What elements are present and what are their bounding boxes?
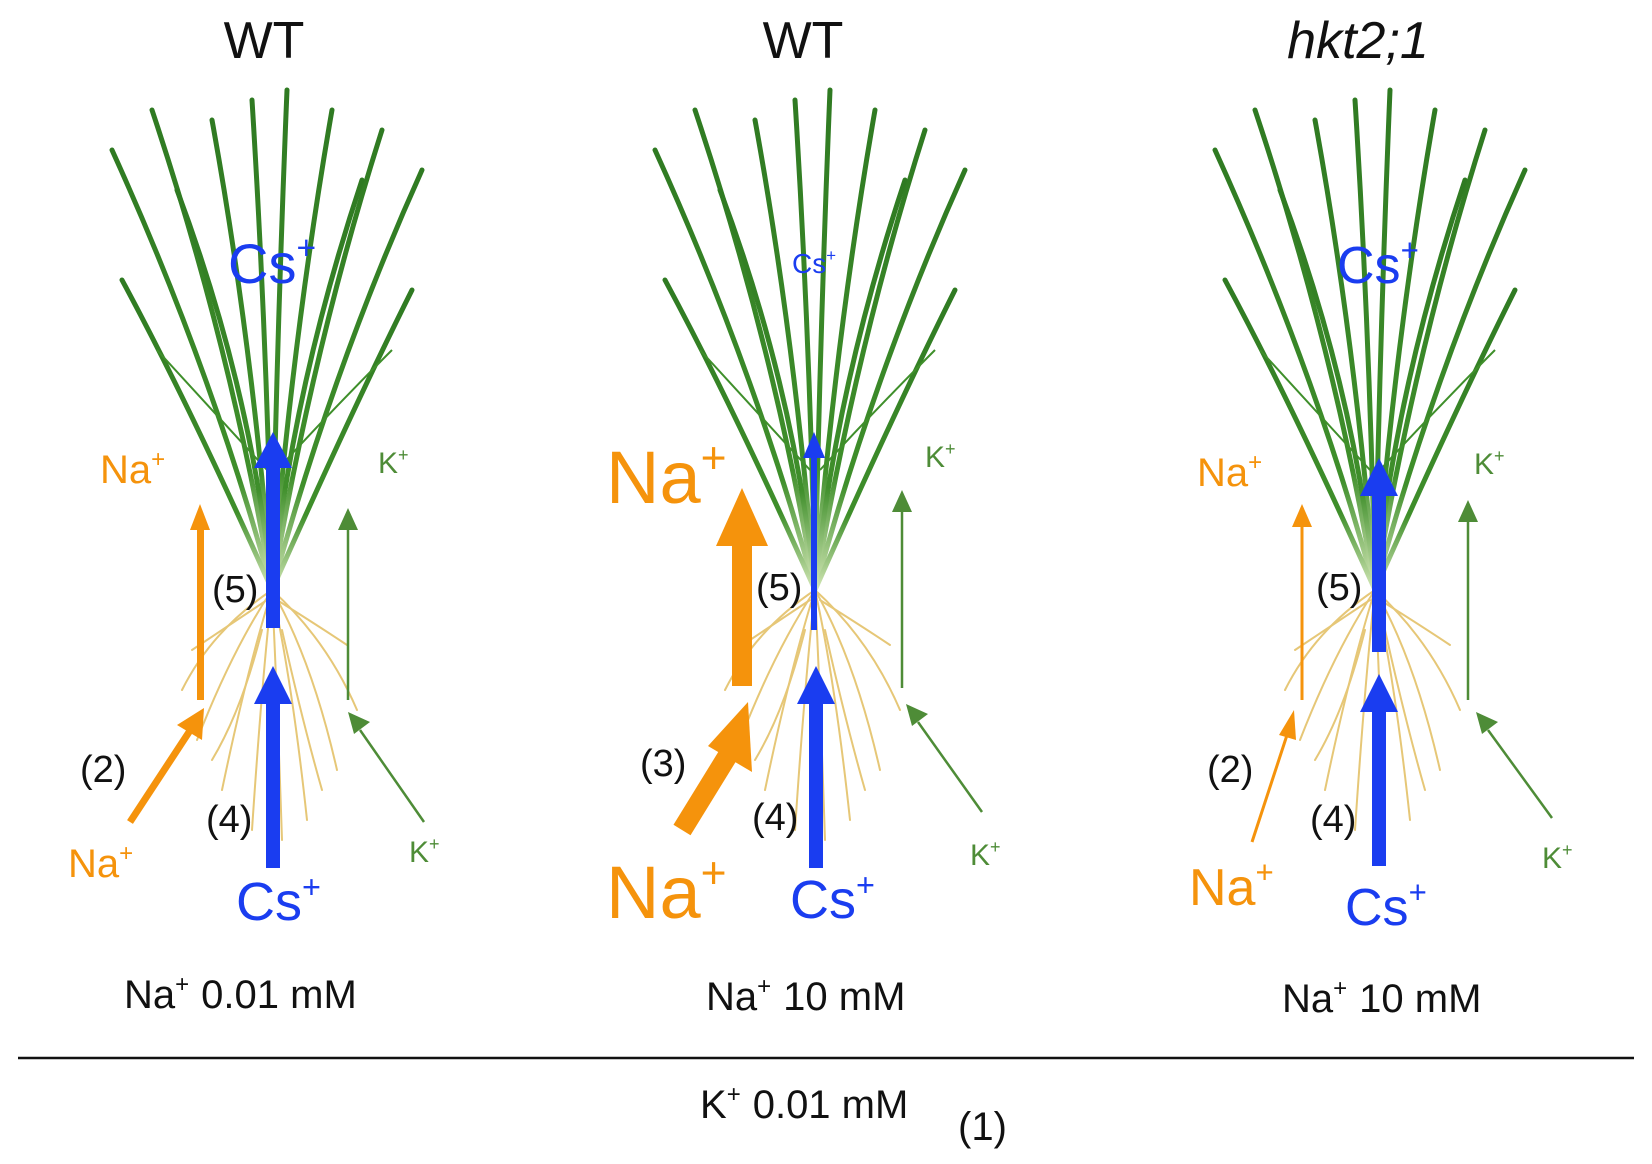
na-condition-label: Na+0.01 mM xyxy=(124,971,357,1017)
na-root-label: Na+ xyxy=(68,840,133,886)
na-uptake-arrow xyxy=(127,708,204,824)
step-label-cs-uptake: (4) xyxy=(1310,799,1356,841)
panel-wt-high-na: Cs+ Na+ K+ Na+ K+ Cs+ (3) (4) (5) Na+10 … xyxy=(606,90,1001,1019)
panel-title: WT xyxy=(224,12,305,70)
panel-title: WT xyxy=(763,12,844,70)
cs-translocation-arrow xyxy=(803,432,825,630)
k-uptake-arrow xyxy=(348,712,426,823)
na-shoot-label: Na+ xyxy=(606,434,727,519)
step-label-cs-uptake: (4) xyxy=(206,799,252,841)
k-uptake-arrow xyxy=(1476,712,1554,819)
step-label-na-uptake: (2) xyxy=(80,749,126,791)
na-uptake-arrow xyxy=(673,702,752,836)
cs-uptake-arrow xyxy=(1360,674,1398,866)
na-translocation-arrow xyxy=(716,488,768,686)
step-label-shared-condition: (1) xyxy=(958,1105,1007,1149)
na-condition-label: Na+10 mM xyxy=(706,973,905,1019)
k-shoot-label: K+ xyxy=(1474,446,1505,481)
k-translocation-arrow xyxy=(1458,500,1478,700)
step-label-na-uptake: (3) xyxy=(640,743,686,785)
step-label-translocation: (5) xyxy=(756,567,802,609)
k-uptake-arrow xyxy=(906,704,984,813)
cs-shoot-label: Cs+ xyxy=(1337,233,1419,295)
cs-translocation-arrow xyxy=(1360,458,1398,652)
k-shoot-label: K+ xyxy=(925,439,956,474)
step-label-translocation: (5) xyxy=(212,569,258,611)
step-label-translocation: (5) xyxy=(1316,567,1362,609)
k-translocation-arrow xyxy=(338,508,358,700)
cs-root-label: Cs+ xyxy=(236,869,321,932)
na-root-label: Na+ xyxy=(606,849,727,934)
k-shoot-label: K+ xyxy=(378,445,409,480)
k-root-label: K+ xyxy=(409,834,440,869)
cs-root-label: Cs+ xyxy=(1345,875,1427,937)
cs-uptake-arrow xyxy=(254,666,292,868)
cs-uptake-arrow xyxy=(797,666,835,868)
na-condition-label: Na+10 mM xyxy=(1282,975,1481,1021)
cs-root-label: Cs+ xyxy=(790,867,875,930)
na-shoot-label: Na+ xyxy=(1197,449,1262,495)
na-translocation-arrow xyxy=(1292,504,1312,700)
step-label-na-uptake: (2) xyxy=(1207,749,1253,791)
k-root-label: K+ xyxy=(1542,840,1573,875)
k-root-label: K+ xyxy=(970,837,1001,872)
k-translocation-arrow xyxy=(892,490,912,688)
na-shoot-label: Na+ xyxy=(100,446,165,492)
cs-translocation-arrow xyxy=(254,432,292,628)
na-translocation-arrow xyxy=(190,504,210,700)
panel-title: hkt2;1 xyxy=(1287,12,1429,70)
cs-shoot-label: Cs+ xyxy=(792,246,836,279)
step-label-cs-uptake: (4) xyxy=(752,797,798,839)
panel-hkt21-high-na: Cs+ Na+ K+ Na+ K+ Cs+ (2) (4) (5) Na+10 … xyxy=(1189,90,1573,1021)
panel-wt-low-na: Cs+ Na+ K+ Na+ K+ Cs+ (2) (4) (5) Na+0.0… xyxy=(68,90,440,1017)
na-uptake-arrow xyxy=(1250,710,1296,843)
na-root-label: Na+ xyxy=(1189,855,1274,917)
k-condition-label: K+0.01 mM xyxy=(700,1081,908,1127)
cs-shoot-label: Cs+ xyxy=(228,230,316,295)
